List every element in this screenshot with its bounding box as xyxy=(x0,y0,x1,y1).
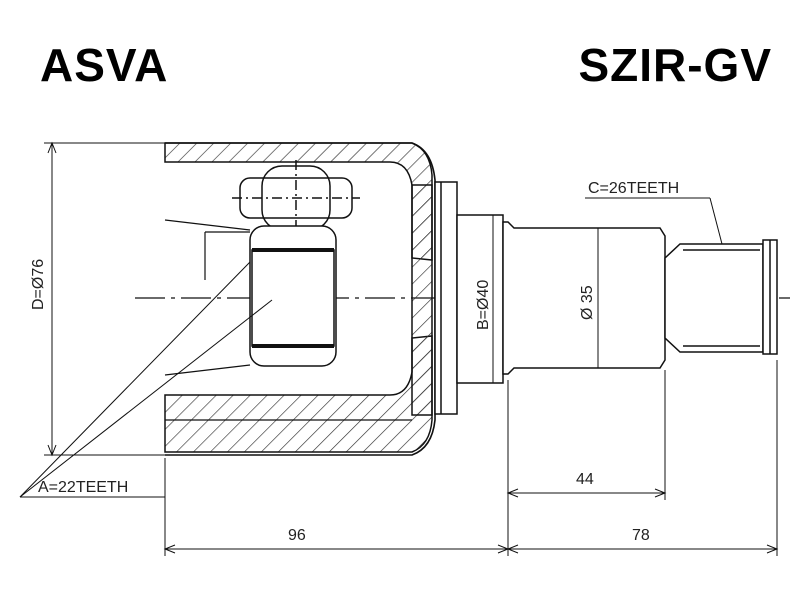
dim-a-leader xyxy=(19,261,273,498)
dim-96-label: 96 xyxy=(288,527,306,544)
flange xyxy=(434,181,504,415)
part-number-label: SZIR-GV xyxy=(578,39,772,91)
dim-d-label: D=Ø76 xyxy=(30,259,47,310)
shaft xyxy=(502,221,666,375)
dim-78-label: 78 xyxy=(632,527,650,544)
dim-a-label: A=22TEETH xyxy=(38,479,128,496)
dim-44-label: 44 xyxy=(576,471,594,488)
dim-35-label: Ø 35 xyxy=(579,285,596,320)
brand-label: ASVA xyxy=(40,39,169,91)
spline-end xyxy=(664,239,778,355)
roller-upper xyxy=(232,160,360,235)
dim-44 xyxy=(506,370,667,500)
dim-b-label: B=Ø40 xyxy=(475,280,492,330)
dim-96 xyxy=(163,458,510,556)
spider-body xyxy=(249,225,337,367)
dim-c-label: C=26TEETH xyxy=(588,180,679,197)
dim-c-leader xyxy=(585,197,723,245)
dim-78 xyxy=(506,360,779,556)
dim-d xyxy=(44,141,165,457)
inner-lines xyxy=(164,219,412,421)
